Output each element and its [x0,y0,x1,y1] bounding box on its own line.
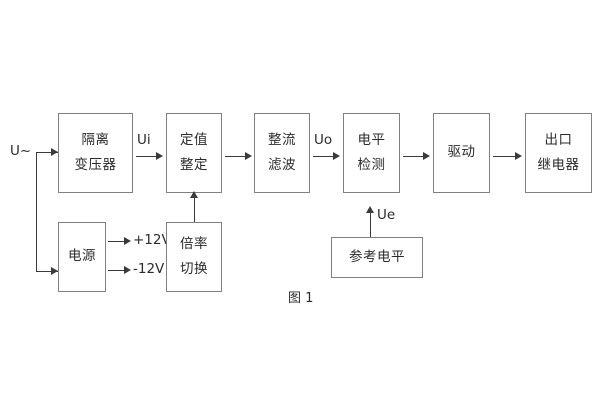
block-setpoint-adjust[interactable]: 定值 整定 [166,113,222,193]
input-signal-label: U~ [10,143,32,159]
connector-setpoint-to-rectify [225,156,247,157]
rail-negative-line [108,270,126,271]
block-output-relay[interactable]: 出口 继电器 [525,113,592,193]
block-isolation-transformer-line1: 隔离 [81,132,110,148]
rail-negative-arrowhead [124,266,131,274]
block-output-relay-line1: 出口 [544,132,573,148]
input-arrowhead-to-power-supply [51,267,58,275]
arrowhead-drive-to-output-relay [515,152,522,160]
input-branch-bottom-line [36,271,58,272]
rail-positive-arrowhead [124,237,131,245]
input-branch-top-line [36,152,58,153]
block-power-supply-line1: 电源 [68,248,96,265]
block-drive[interactable]: 驱动 [433,113,490,193]
block-isolation-transformer-line2: 变压器 [74,156,117,173]
block-reference-level[interactable]: 参考电平 [331,237,423,278]
figure-caption: 图 1 [288,291,314,306]
input-branch-vertical-line [36,152,37,271]
block-isolation-transformer[interactable]: 隔离 变压器 [58,113,133,193]
connector-transformer-to-setpoint [136,156,158,157]
rail-negative-label: -12V [133,261,165,277]
connector-rectify-to-level-detect [313,156,335,157]
block-multiplier-switch[interactable]: 倍率 切换 [166,222,222,292]
arrowhead-level-detect-to-drive [423,152,430,160]
block-multiplier-switch-line1: 倍率 [180,236,208,252]
signal-label-uo: Uo [314,132,333,148]
block-multiplier-switch-line2: 切换 [180,260,208,277]
signal-label-ui: Ui [137,132,151,148]
block-rectify-filter[interactable]: 整流 滤波 [254,113,310,193]
block-setpoint-adjust-line1: 定值 [180,132,208,148]
arrowhead-multiplier-to-setpoint [190,191,198,198]
arrowhead-transformer-to-setpoint [156,152,163,160]
input-arrowhead-to-transformer [51,148,58,156]
block-drive-line1: 驱动 [447,144,476,161]
signal-label-ue: Ue [377,207,396,223]
block-level-detect-line1: 电平 [357,132,386,148]
connector-level-detect-to-drive [403,156,425,157]
connector-multiplier-to-setpoint [194,197,195,222]
block-reference-level-line1: 参考电平 [349,248,405,265]
block-rectify-filter-line2: 滤波 [268,156,296,173]
block-level-detect-line2: 检测 [357,156,386,173]
block-rectify-filter-line1: 整流 [268,132,296,148]
block-setpoint-adjust-line2: 整定 [180,156,208,173]
block-level-detect[interactable]: 电平 检测 [343,113,400,193]
arrowhead-setpoint-to-rectify [245,152,252,160]
connector-drive-to-output-relay [493,156,517,157]
arrowhead-rectify-to-level-detect [333,152,340,160]
block-power-supply[interactable]: 电源 [58,222,106,292]
rail-positive-line [108,241,126,242]
arrowhead-reference-to-level-detect [366,206,374,213]
rail-positive-label: +12V [133,232,171,248]
block-output-relay-line2: 继电器 [537,156,580,173]
connector-reference-to-level-detect [370,212,371,237]
